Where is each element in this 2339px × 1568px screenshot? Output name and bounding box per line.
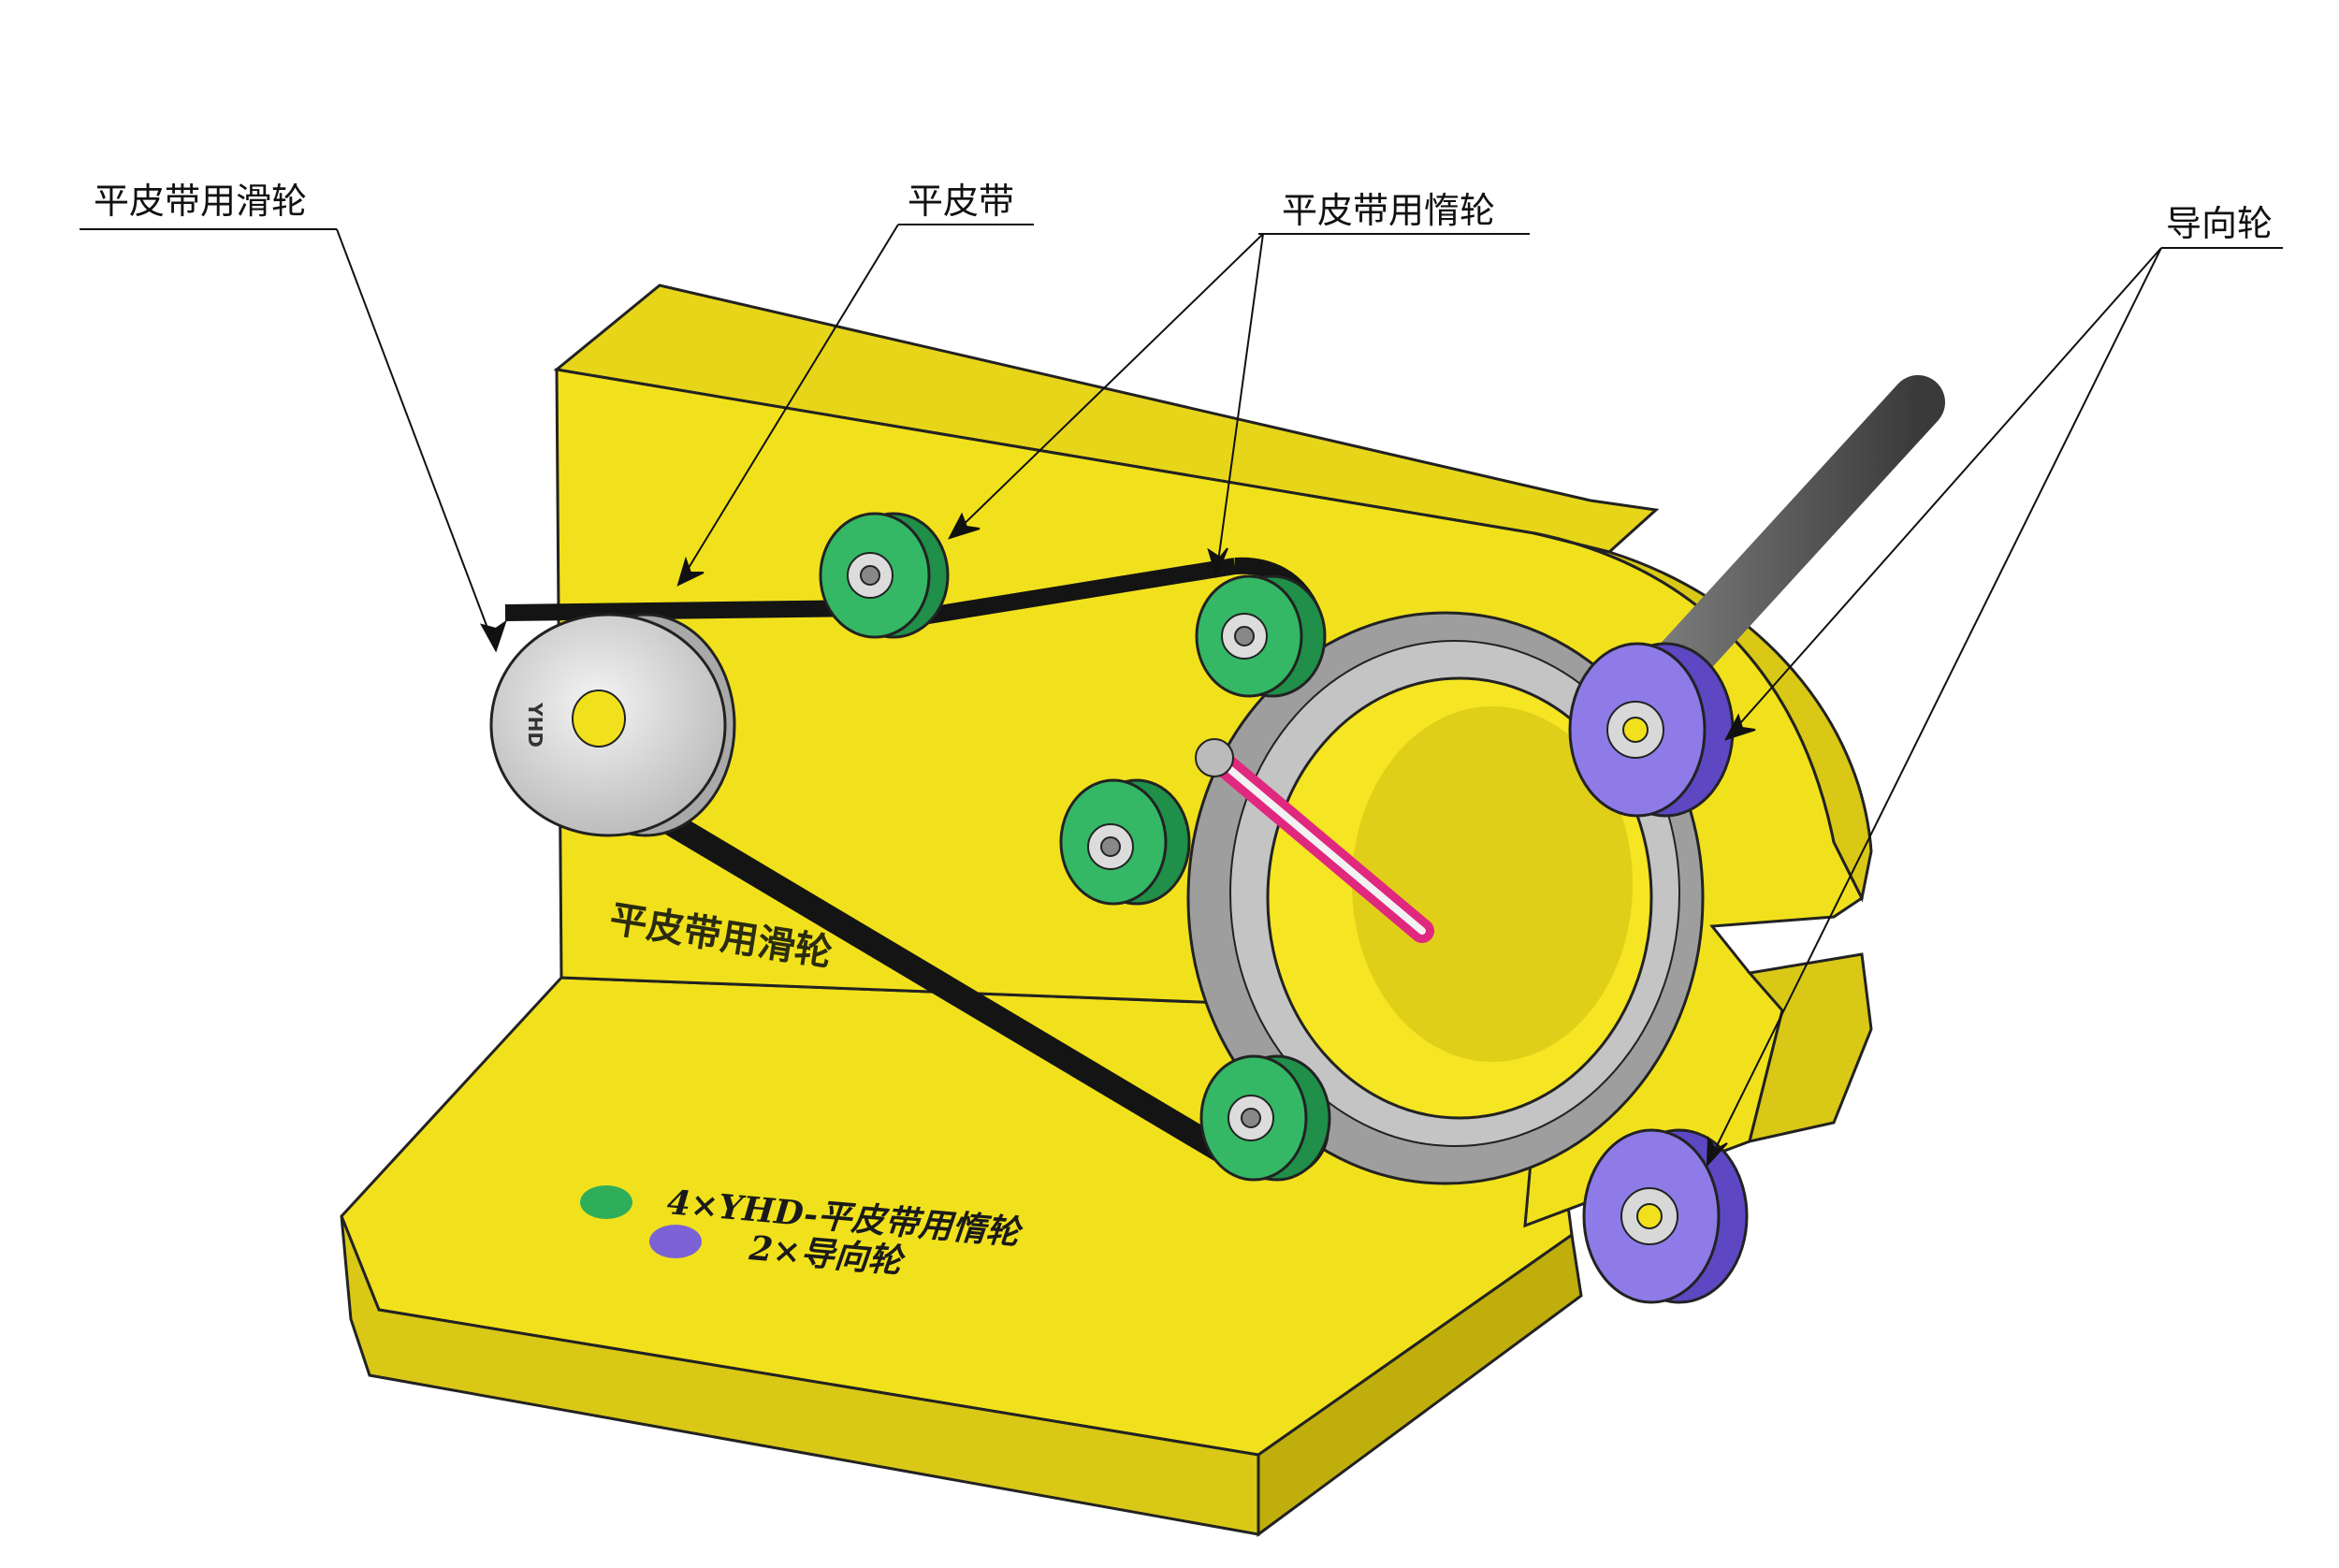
- belt-bottom-run: [648, 803, 1251, 1176]
- guide-wheel-bore: [1636, 1203, 1663, 1229]
- leader-flat-belt: [677, 224, 899, 586]
- base-right-face: [1257, 1232, 1583, 1537]
- legend-swatch-idler: [580, 1185, 632, 1219]
- idler-bore: [1234, 626, 1255, 646]
- idler-bore: [1241, 1108, 1261, 1128]
- tension-link: [1195, 738, 1434, 943]
- callout-leaders: [80, 224, 2283, 1168]
- arrow-guide-a: [1723, 713, 1756, 741]
- guide-wheel-bore: [1622, 717, 1649, 743]
- idler-bore: [860, 565, 880, 586]
- link-bolt: [1195, 738, 1234, 777]
- leader-drive-pulley: [336, 228, 497, 651]
- leader-guide-b: [1707, 247, 2162, 1166]
- callout-flat-belt: 平皮带: [908, 181, 1014, 222]
- idler-bore: [1100, 836, 1121, 857]
- drive-pulley: YHD: [489, 613, 736, 837]
- idler-pulley-1: [819, 512, 950, 639]
- leader-idler-b: [1215, 233, 1264, 576]
- idler-pulley-4: [1199, 1054, 1331, 1182]
- guide-wheel-lower: [1582, 1128, 1749, 1304]
- arrow-idler-a: [948, 512, 981, 540]
- callout-guide-wheel: 导向轮: [2166, 203, 2273, 244]
- back-plate-lower-jaw: [1747, 952, 1873, 1143]
- arrow-drive-pulley: [479, 619, 507, 653]
- leader-idler-a: [949, 233, 1264, 539]
- arrow-guide-b: [1706, 1135, 1728, 1168]
- callout-drive-pulley: 平皮带用滑轮: [94, 181, 307, 222]
- arrow-flat-belt: [676, 556, 705, 587]
- idler-pulley-2: [1195, 574, 1327, 698]
- legend-swatch-guide: [649, 1225, 702, 1258]
- drive-pulley-brand: YHD: [524, 702, 546, 748]
- callout-idler-pulley: 平皮带用惰轮: [1282, 190, 1495, 231]
- link-arm-inner: [1213, 754, 1426, 935]
- idler-pulley-3: [1059, 778, 1191, 906]
- drive-pulley-bore: [572, 690, 626, 748]
- guide-wheel-upper: [1568, 642, 1735, 818]
- leader-guide-a: [1725, 247, 2162, 740]
- ring-inner-shadow: [1352, 706, 1633, 1062]
- arrow-idler-b: [1207, 547, 1228, 578]
